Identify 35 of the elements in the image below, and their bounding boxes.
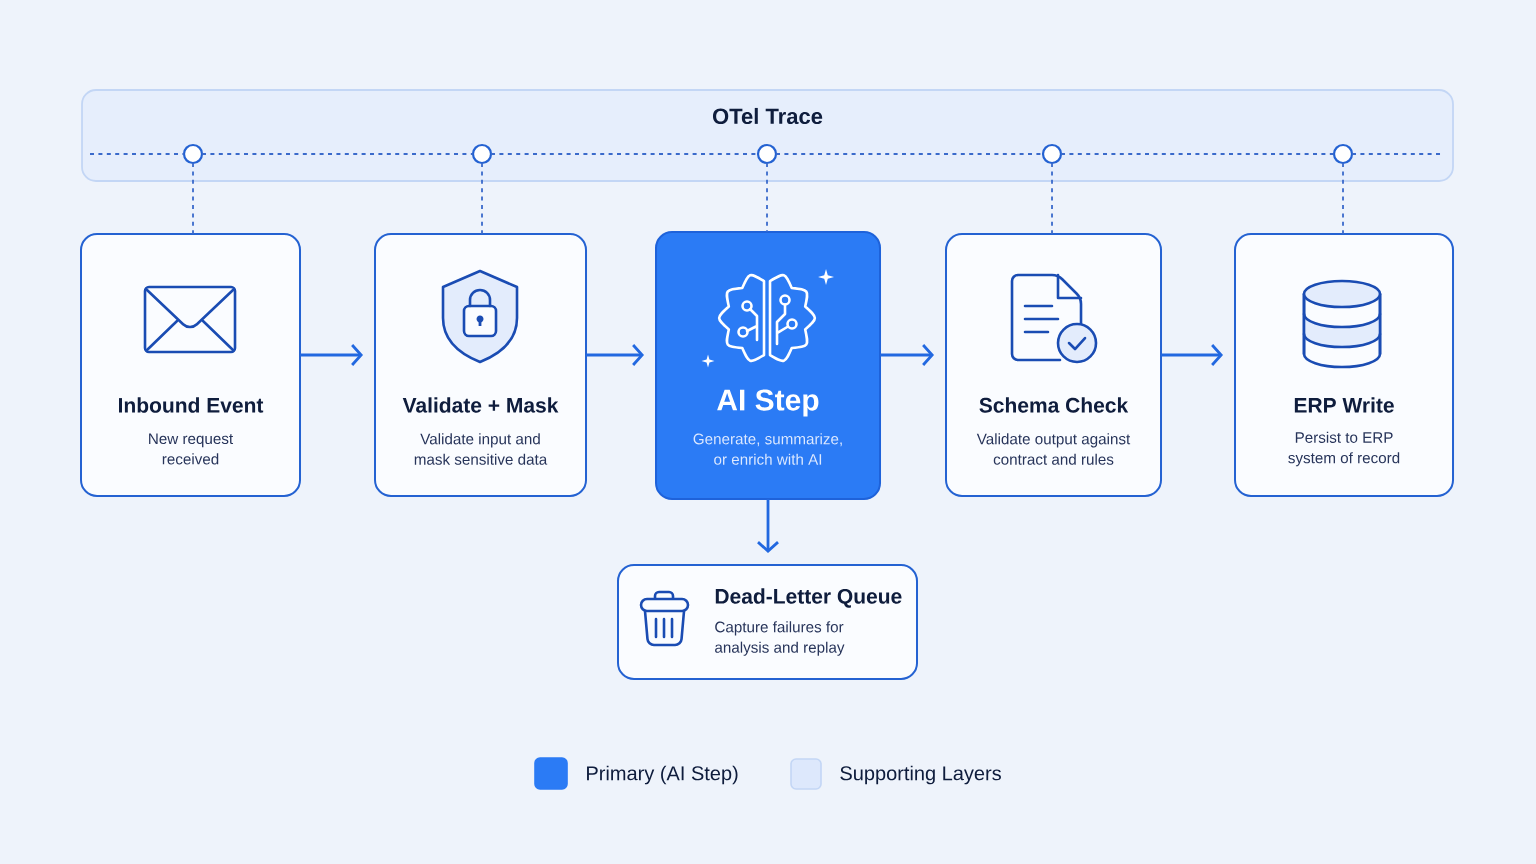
dotted-line [481,162,483,235]
circle-marker [756,143,778,165]
arrow [880,344,934,366]
dotted-line [1051,162,1053,235]
dotted-line [201,153,474,155]
circle-marker [1332,143,1354,165]
card-description: New request received [149,433,234,465]
dotted-line [1351,153,1443,155]
card-description: Validate output against contract and rules [976,433,1131,465]
trace-band [81,89,1454,182]
dotted-line [766,162,768,233]
circle-marker [471,143,493,165]
card-description: Generate, summarize, or enrich with AI [693,433,842,465]
card-title: AI Step [717,389,819,417]
dotted-line [1342,162,1344,235]
arrow [586,344,644,366]
band-title: OTel Trace [713,107,823,125]
card-title: Inbound Event [119,397,264,413]
legend-label: Primary (AI Step) [587,765,738,785]
card-title: ERP Write [1294,397,1394,413]
circle-marker [1041,143,1063,165]
card-title: Validate + Mask [402,397,559,413]
card-description: Validate input and mask sensitive data [414,433,548,465]
card-title: Dead-Letter Queue [715,588,902,608]
circle-marker [182,143,204,165]
card-description: Persist to ERP system of record [1288,431,1400,467]
dotted-line [1060,153,1335,155]
card-title: Schema Check [979,397,1129,413]
legend-label: Supporting Layers [840,765,1001,785]
dotted-line [192,162,194,235]
arrow [300,344,363,366]
card-description: Capture failures for analysis and replay [715,621,845,656]
arrow [757,499,779,553]
arrow [1161,344,1223,366]
dotted-line [89,153,185,155]
